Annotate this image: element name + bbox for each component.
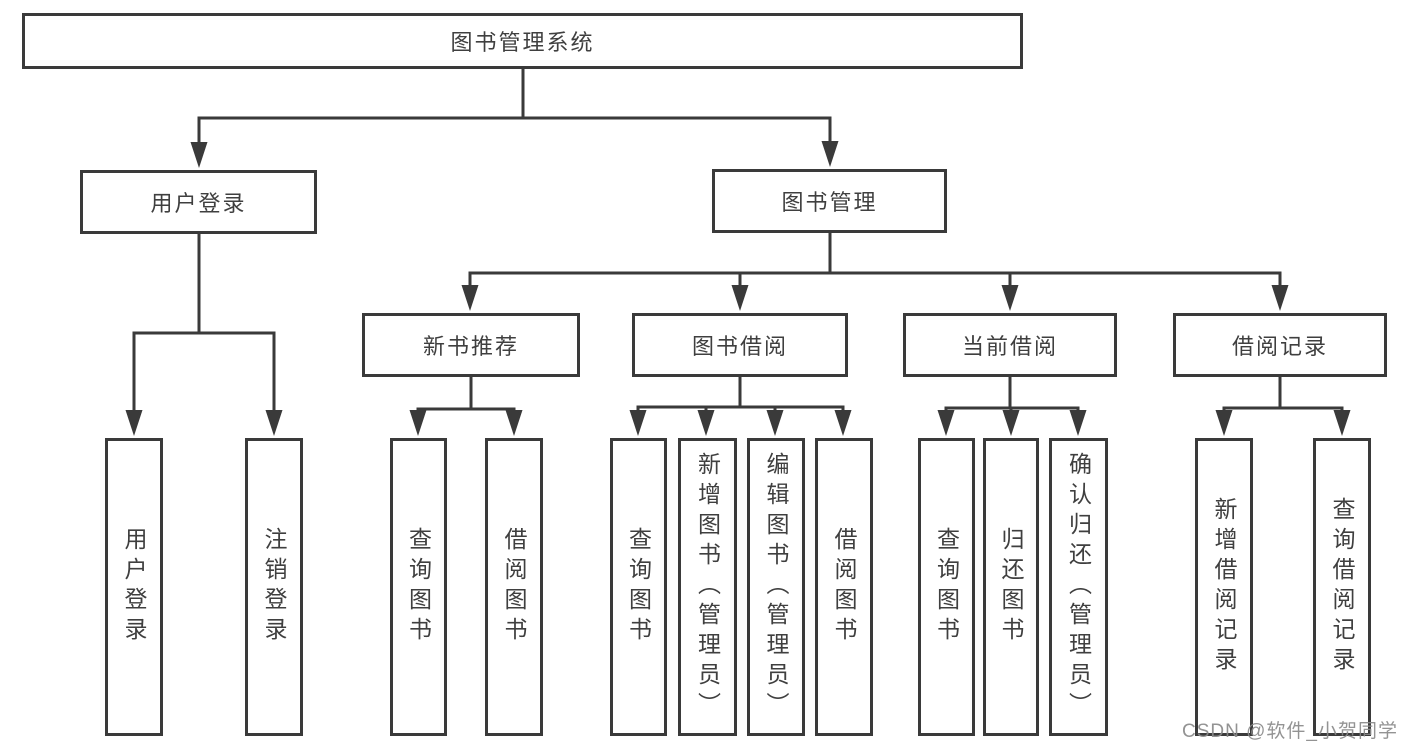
arrow-to-cur-confirm <box>1069 406 1087 436</box>
leaf-current-return-books-label: 归还图书 <box>998 527 1024 647</box>
node-new-book-recommend-label: 新书推荐 <box>422 334 519 359</box>
arrow-to-bor-query <box>629 405 647 436</box>
node-book-management-label: 图书管理 <box>781 190 878 215</box>
leaf-recommend-borrow-books-label: 借阅图书 <box>501 527 527 647</box>
connector-records <box>1222 375 1344 410</box>
arrow-to-bor-borrow <box>834 405 852 436</box>
arrow-to-borrowing <box>731 271 749 311</box>
leaf-borrowing-add-books-admin-label: 新增图书（管理员） <box>694 452 721 722</box>
leaf-records-query-record-label: 查询借阅记录 <box>1329 497 1355 677</box>
node-root: 图书管理系统 <box>22 13 1023 69</box>
arrow-to-records <box>1271 271 1289 311</box>
leaf-records-add-record-label: 新增借阅记录 <box>1211 497 1237 677</box>
leaf-recommend-borrow-books: 借阅图书 <box>485 438 543 736</box>
node-root-label: 图书管理系统 <box>450 30 595 55</box>
arrow-to-record-query <box>1333 406 1351 436</box>
connector-current <box>944 375 1080 410</box>
node-book-management: 图书管理 <box>712 169 947 233</box>
leaf-borrowing-edit-books-admin: 编辑图书（管理员） <box>747 438 805 736</box>
connector-book-mgmt <box>468 231 1282 275</box>
connector-borrowing <box>636 375 845 409</box>
node-user-login-label: 用户登录 <box>150 191 247 216</box>
node-current-borrowing: 当前借阅 <box>903 313 1117 377</box>
leaf-user-login: 用户登录 <box>105 438 163 736</box>
arrow-to-new-rec <box>461 271 479 311</box>
arrow-to-cur-return <box>1002 406 1020 436</box>
arrow-to-book-mgmt <box>821 116 839 167</box>
leaf-logout: 注销登录 <box>245 438 303 736</box>
leaf-current-confirm-return-admin: 确认归还（管理员） <box>1049 438 1108 736</box>
connector-new-rec <box>416 375 516 411</box>
arrow-to-leaf-logout <box>265 331 283 436</box>
leaf-recommend-query-books-label: 查询图书 <box>405 527 432 647</box>
arrow-to-rec-borrow <box>505 407 523 436</box>
node-borrowing-records-label: 借阅记录 <box>1231 334 1328 359</box>
leaf-current-query-books: 查询图书 <box>918 438 975 736</box>
arrow-to-leaf-user-login <box>125 331 143 436</box>
leaf-current-query-books-label: 查询图书 <box>933 527 960 647</box>
leaf-borrowing-borrow-books-label: 借阅图书 <box>831 527 857 647</box>
leaf-borrowing-add-books-admin: 新增图书（管理员） <box>678 438 737 736</box>
leaf-borrowing-query-books: 查询图书 <box>610 438 667 736</box>
arrow-to-bor-edit <box>766 405 784 436</box>
leaf-borrowing-edit-books-admin-label: 编辑图书（管理员） <box>763 452 789 722</box>
arrow-to-record-add <box>1215 406 1233 436</box>
connector-root <box>197 67 832 120</box>
leaf-current-confirm-return-admin-label: 确认归还（管理员） <box>1065 452 1092 722</box>
leaf-logout-label: 注销登录 <box>261 527 287 647</box>
arrow-to-bor-add <box>697 405 715 436</box>
leaf-borrowing-borrow-books: 借阅图书 <box>815 438 873 736</box>
arrow-to-user-login <box>190 116 208 168</box>
node-user-login: 用户登录 <box>80 170 317 234</box>
leaf-user-login-label: 用户登录 <box>121 527 147 647</box>
node-current-borrowing-label: 当前借阅 <box>961 334 1058 359</box>
connector-user-login <box>132 232 276 335</box>
node-book-borrowing-label: 图书借阅 <box>691 334 788 359</box>
leaf-records-query-record: 查询借阅记录 <box>1313 438 1371 736</box>
leaf-current-return-books: 归还图书 <box>983 438 1039 736</box>
leaf-recommend-query-books: 查询图书 <box>390 438 447 736</box>
node-new-book-recommend: 新书推荐 <box>362 313 580 377</box>
leaf-borrowing-query-books-label: 查询图书 <box>625 527 652 647</box>
leaf-records-add-record: 新增借阅记录 <box>1195 438 1253 736</box>
arrow-to-rec-query <box>409 407 427 436</box>
node-book-borrowing: 图书借阅 <box>632 313 848 377</box>
arrow-to-cur-query <box>937 406 955 436</box>
node-borrowing-records: 借阅记录 <box>1173 313 1387 377</box>
csdn-watermark: CSDN @软件_小贺同学 <box>1182 721 1398 742</box>
arrow-to-current <box>1001 271 1019 311</box>
